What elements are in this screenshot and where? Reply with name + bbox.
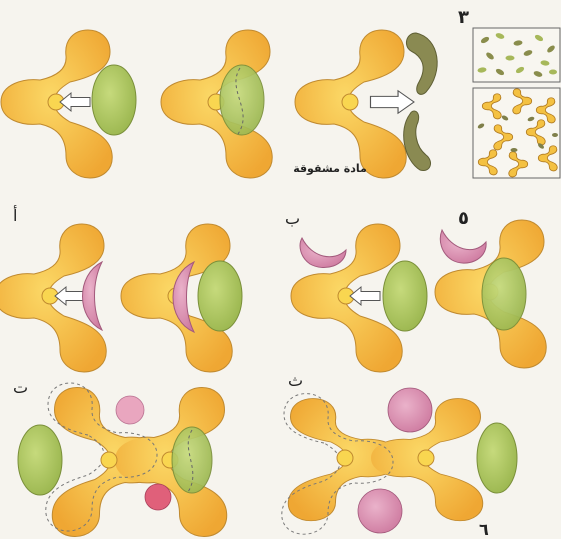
product-particle bbox=[552, 133, 558, 137]
substrate bbox=[477, 423, 517, 493]
double-enzyme-complex bbox=[18, 383, 226, 536]
arrow-left-icon bbox=[350, 287, 380, 305]
label-t: ت bbox=[13, 378, 28, 397]
substrate bbox=[220, 65, 264, 135]
allosteric-inhibitor-bound bbox=[435, 220, 546, 368]
inhibitor bbox=[440, 230, 486, 263]
product-fragment bbox=[404, 111, 431, 171]
product-particle bbox=[506, 56, 515, 61]
substrate bbox=[198, 261, 242, 331]
label-a: أ bbox=[13, 205, 17, 225]
active-site bbox=[418, 450, 434, 466]
products-box bbox=[473, 28, 560, 82]
linked-enzyme-complex bbox=[282, 388, 517, 534]
substrate bbox=[92, 65, 136, 135]
inhibitor bbox=[83, 262, 103, 330]
arrow-right-icon bbox=[371, 91, 415, 114]
enzyme-substrate-approach bbox=[1, 30, 136, 178]
active-site bbox=[101, 452, 117, 468]
regulator-molecule bbox=[145, 484, 171, 510]
active-site bbox=[337, 450, 353, 466]
product-particle bbox=[511, 148, 518, 152]
substrate bbox=[18, 425, 62, 495]
label-th: ث bbox=[288, 371, 303, 390]
figure-number: ٥ bbox=[458, 208, 469, 229]
product-fragment bbox=[406, 33, 437, 94]
arrow-left-icon bbox=[60, 93, 90, 111]
figure-number: ٦ bbox=[479, 520, 489, 539]
arrow-left-icon bbox=[55, 287, 85, 305]
label-b: ب bbox=[285, 209, 300, 228]
regulator-molecule bbox=[388, 388, 432, 432]
active-site bbox=[342, 94, 358, 110]
inhibitor bbox=[300, 238, 346, 268]
split-substance-label: مادة مشقوقة bbox=[293, 162, 367, 175]
product-particle bbox=[549, 70, 557, 75]
substrate bbox=[383, 261, 427, 331]
enzyme-substrate-complex bbox=[161, 30, 272, 178]
competitive-inhibitor-approach bbox=[0, 224, 106, 372]
regulator-molecule bbox=[358, 489, 402, 533]
box-frame bbox=[473, 28, 560, 82]
regulator-molecule bbox=[116, 396, 144, 424]
allosteric-inhibitor-approach bbox=[291, 224, 427, 372]
substrate bbox=[482, 258, 526, 330]
figure-number: ٣ bbox=[458, 7, 469, 28]
enzymes-box bbox=[473, 88, 560, 178]
enzyme-products-release: مادة مشقوقة bbox=[293, 30, 437, 178]
inhibitor-bound-enzyme bbox=[121, 224, 242, 372]
